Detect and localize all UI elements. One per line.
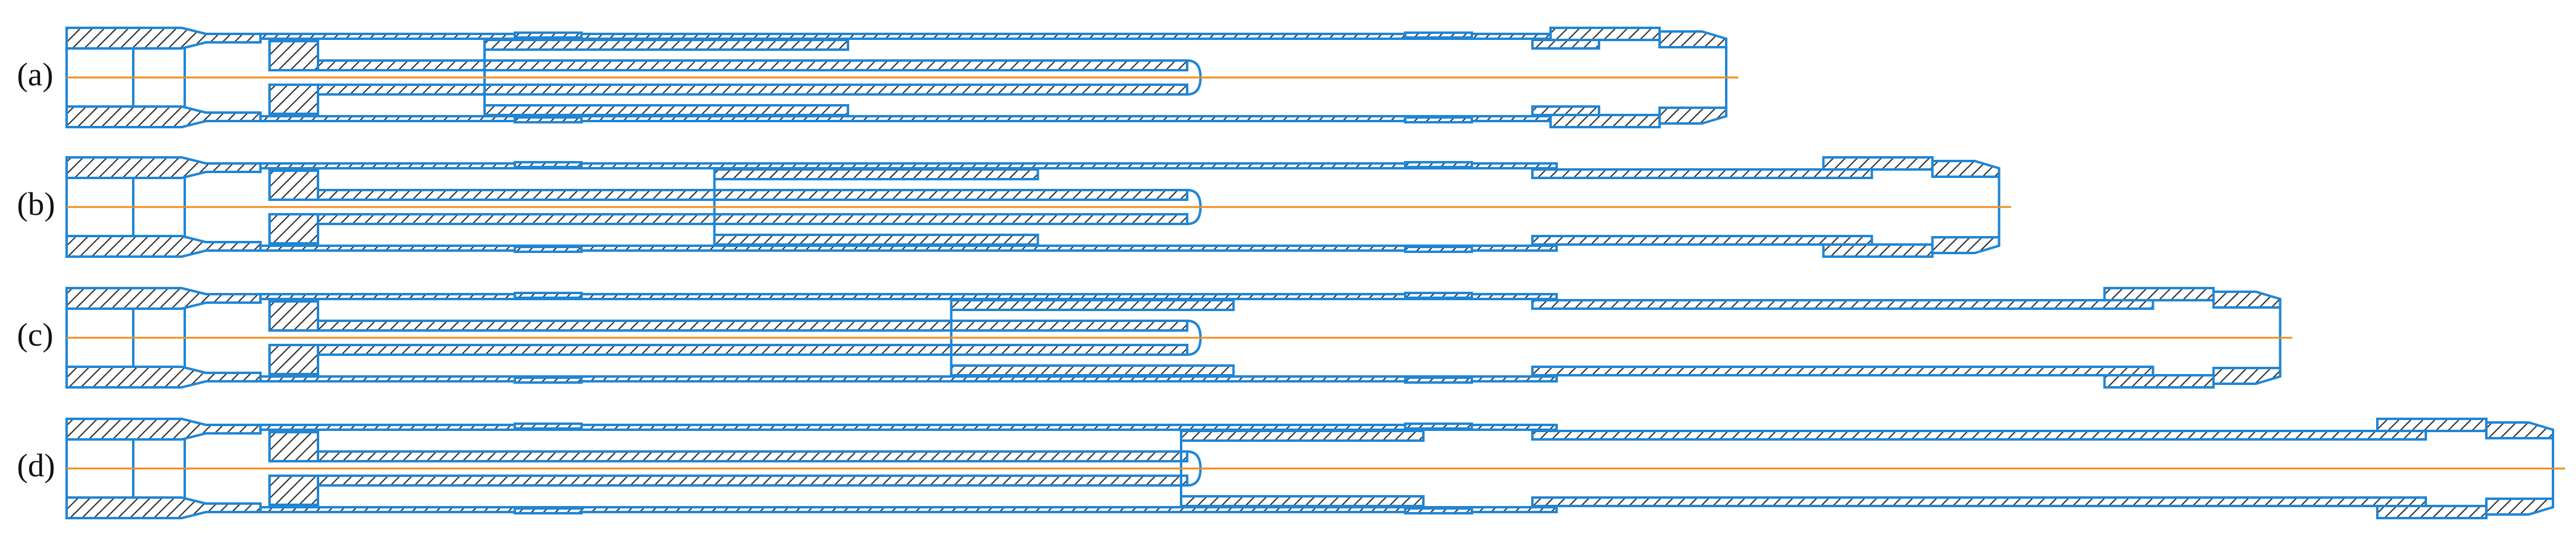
inner-tube-wall — [317, 320, 1188, 332]
sliding-sleeve — [713, 234, 1039, 246]
row-label-a: (a) — [17, 56, 53, 93]
housing-wall-top — [259, 424, 1558, 431]
pin-collar — [2103, 374, 2215, 389]
sliding-sleeve — [713, 168, 1039, 180]
sliding-sleeve — [950, 299, 1235, 311]
housing-end-top — [65, 287, 262, 310]
pin-collar — [1549, 27, 1661, 41]
pin-collar — [1822, 243, 1934, 258]
housing-wall-top — [259, 33, 1558, 40]
tool-row-4 — [65, 418, 2565, 519]
housing-thread-mark — [514, 246, 583, 253]
housing-thread-mark — [514, 422, 583, 430]
pin-collar — [1822, 156, 1934, 171]
housing-wall-bottom — [259, 375, 1558, 383]
row-label-d: (d) — [17, 447, 55, 484]
housing-end-top — [65, 27, 262, 50]
pin-collar — [2376, 505, 2488, 519]
inner-tube-wall — [317, 450, 1188, 462]
extension-mandrel-wall — [1531, 39, 1600, 50]
housing-thread-mark — [1404, 376, 1473, 384]
housing-thread-mark — [514, 507, 583, 514]
piston-head — [268, 344, 319, 375]
housing-end-bottom — [65, 235, 262, 258]
pin-taper — [1931, 236, 2001, 254]
sliding-sleeve — [483, 104, 849, 116]
housing-thread-mark — [1404, 31, 1473, 39]
housing-thread-mark — [514, 31, 583, 39]
piston-head — [268, 40, 319, 71]
piston-head — [268, 84, 319, 115]
inner-tube-wall — [317, 84, 1188, 96]
extension-mandrel-wall — [1531, 105, 1600, 116]
housing-thread-mark — [514, 376, 583, 384]
housing-thread-mark — [1404, 116, 1473, 123]
housing-end-bottom — [65, 496, 262, 519]
piston-head — [268, 431, 319, 462]
inner-tube-wall — [317, 59, 1188, 71]
housing-end-top — [65, 418, 262, 441]
housing-end-top — [65, 156, 262, 179]
housing-thread-mark — [1404, 161, 1473, 168]
pin-taper — [2485, 421, 2554, 439]
piston-head — [268, 213, 319, 245]
row-label-c: (c) — [17, 317, 53, 353]
housing-wall-bottom — [259, 115, 1558, 122]
pin-taper — [2212, 291, 2282, 309]
inner-tube-wall — [317, 475, 1188, 487]
housing-thread-mark — [1404, 422, 1473, 430]
housing-end-bottom — [65, 105, 262, 128]
tool-row-1 — [65, 27, 1738, 128]
extension-mandrel-wall — [1531, 168, 1873, 179]
piston-head — [268, 300, 319, 332]
housing-thread-mark — [1404, 292, 1473, 299]
tool-row-3 — [65, 287, 2293, 389]
sliding-sleeve — [483, 39, 849, 51]
piston-head — [268, 169, 319, 201]
pin-collar — [2103, 287, 2215, 301]
piston-head — [268, 475, 319, 506]
housing-thread-mark — [1404, 507, 1473, 514]
inner-tube-wall — [317, 189, 1188, 201]
extension-mandrel-wall — [1531, 430, 2427, 441]
housing-thread-mark — [1404, 246, 1473, 253]
extension-mandrel-wall — [1531, 366, 2154, 376]
pin-taper — [2212, 367, 2282, 385]
housing-end-bottom — [65, 366, 262, 389]
housing-thread-mark — [514, 292, 583, 299]
inner-tube-wall — [317, 344, 1188, 356]
extension-mandrel-wall — [1531, 299, 2154, 310]
pin-collar — [2376, 418, 2488, 432]
pin-taper — [1658, 107, 1727, 125]
housing-thread-mark — [514, 116, 583, 123]
sliding-sleeve — [1180, 495, 1425, 507]
housing-wall-bottom — [259, 506, 1558, 513]
tool-row-2 — [65, 156, 2011, 258]
row-label-b: (b) — [17, 186, 55, 222]
housing-thread-mark — [514, 161, 583, 168]
sliding-sleeve — [950, 364, 1235, 376]
sliding-sleeve — [1180, 430, 1425, 442]
pin-taper — [1658, 30, 1727, 48]
pin-taper — [1931, 160, 2001, 178]
housing-wall-top — [259, 162, 1558, 169]
pin-taper — [2485, 498, 2554, 516]
housing-wall-top — [259, 293, 1558, 300]
housing-wall-bottom — [259, 245, 1558, 252]
pin-collar — [1549, 114, 1661, 128]
extension-mandrel-wall — [1531, 496, 2427, 507]
extension-mandrel-wall — [1531, 235, 1873, 246]
inner-tube-wall — [317, 213, 1188, 225]
